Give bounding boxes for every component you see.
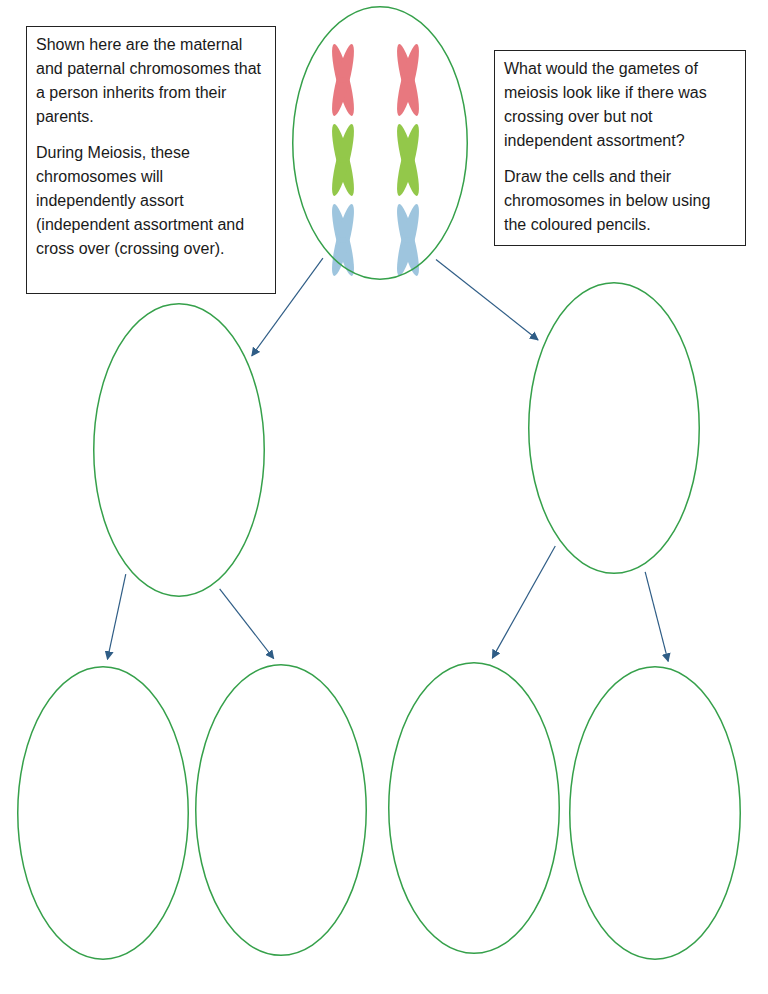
- cell-outline: [195, 664, 367, 956]
- cell-outline: [292, 6, 468, 280]
- cell-outline: [17, 666, 189, 960]
- cell-outline: [18, 667, 189, 960]
- chromatid: [328, 43, 359, 118]
- chromosome: [393, 123, 424, 198]
- parent-cell: [292, 6, 468, 280]
- chromosome: [328, 123, 359, 198]
- chromosome: [393, 203, 424, 278]
- cell-outline: [94, 304, 265, 597]
- chromatid: [393, 43, 424, 118]
- daughter-cell: [93, 303, 265, 597]
- centromere: [404, 157, 412, 163]
- note-text: What would the gametes of meiosis look l…: [504, 57, 736, 153]
- chromatid: [393, 123, 424, 198]
- daughter-cell: [528, 282, 700, 574]
- chromatid: [393, 123, 424, 198]
- centromere: [404, 237, 412, 243]
- arrow-connector: [220, 589, 274, 659]
- cell-outline: [93, 303, 265, 597]
- cell-outline: [528, 282, 700, 574]
- cell-outline: [570, 667, 741, 960]
- centromere: [339, 77, 347, 83]
- chromosome: [328, 43, 359, 118]
- gamete-cell: [569, 666, 741, 960]
- cell-outline: [389, 663, 560, 954]
- gamete-cell: [17, 666, 189, 960]
- chromatid: [393, 203, 424, 278]
- arrow-connector: [436, 260, 538, 340]
- chromatid: [393, 203, 424, 278]
- note-text: During Meiosis, these chromosomes will i…: [36, 141, 266, 261]
- question-box: What would the gametes of meiosis look l…: [494, 50, 746, 246]
- cell-outline: [196, 665, 367, 956]
- cell-outline: [529, 283, 700, 574]
- arrow-connector: [645, 572, 668, 661]
- arrow-connector: [492, 546, 555, 658]
- centromere: [404, 77, 412, 83]
- cell-outline: [293, 7, 468, 280]
- cell-outline: [388, 662, 560, 954]
- centromere: [339, 157, 347, 163]
- note-text: Draw the cells and their chromosomes in …: [504, 165, 736, 237]
- gamete-cell: [195, 664, 367, 956]
- info-box: Shown here are the maternal and paternal…: [26, 26, 276, 294]
- chromosome: [393, 43, 424, 118]
- gamete-cell: [388, 662, 560, 954]
- chromatid: [328, 123, 359, 198]
- centromere: [339, 237, 347, 243]
- cell-outline: [569, 666, 741, 960]
- note-text: Shown here are the maternal and paternal…: [36, 33, 266, 129]
- chromatid: [328, 123, 359, 198]
- chromatid: [393, 43, 424, 118]
- arrow-connector: [107, 574, 125, 659]
- chromatid: [328, 43, 359, 118]
